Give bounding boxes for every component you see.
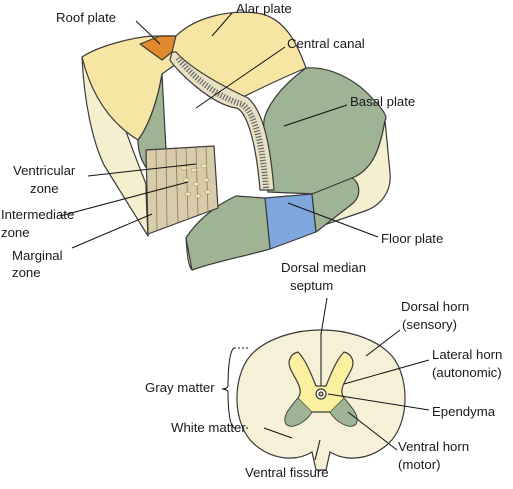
label-dorsal-median: Dorsal median xyxy=(281,260,366,275)
label-dorsal-horn: Dorsal horn xyxy=(401,299,469,314)
ventral-horn-right xyxy=(329,397,358,427)
label-septum: septum xyxy=(290,278,333,293)
neural-tube-block xyxy=(81,11,391,271)
label-roof-plate: Roof plate xyxy=(56,10,116,25)
ventral-horn-left xyxy=(284,397,313,427)
label-dorsal-horn-sensory: (sensory) xyxy=(402,317,457,332)
spinal-cord-section xyxy=(236,329,406,471)
lower-slab-top xyxy=(185,195,271,271)
label-ventral-fissure: Ventral fissure xyxy=(245,465,329,480)
basal-plate-left-region xyxy=(137,73,167,171)
label-ependyma: Ependyma xyxy=(432,404,496,419)
label-ventral-horn-motor: (motor) xyxy=(398,457,441,472)
basal-plate-region xyxy=(262,67,387,195)
label-ventral-horn: Ventral horn xyxy=(398,439,469,454)
label-ventricular-zone: zone xyxy=(30,181,59,196)
floor-plate-region xyxy=(264,193,317,250)
central-canal-wall xyxy=(169,51,275,191)
lower-slab-right xyxy=(311,177,360,233)
label-marginal: Marginal xyxy=(12,248,63,263)
label-central-canal: Central canal xyxy=(287,36,365,51)
label-floor-plate: Floor plate xyxy=(381,231,443,246)
label-lateral-horn: Lateral horn xyxy=(432,347,502,362)
cut-face-cells xyxy=(180,163,212,199)
label-white-matter: White matter xyxy=(171,420,246,435)
roof-plate-region xyxy=(139,35,177,61)
label-alar-plate: Alar plate xyxy=(236,1,292,16)
label-marginal-zone: zone xyxy=(12,265,41,280)
gray-matter-bracket xyxy=(221,347,250,429)
bottom-leader-lines xyxy=(263,297,430,461)
label-intermediate-zone: zone xyxy=(1,225,30,240)
label-ventricular: Ventricular xyxy=(13,163,76,178)
label-gray-matter: Gray matter xyxy=(145,380,215,395)
label-lateral-horn-autonomic: (autonomic) xyxy=(432,365,502,380)
label-basal-plate: Basal plate xyxy=(350,94,415,109)
ependyma-center xyxy=(318,391,324,397)
label-intermediate: Intermediate xyxy=(1,207,74,222)
top-leader-lines xyxy=(59,12,379,249)
